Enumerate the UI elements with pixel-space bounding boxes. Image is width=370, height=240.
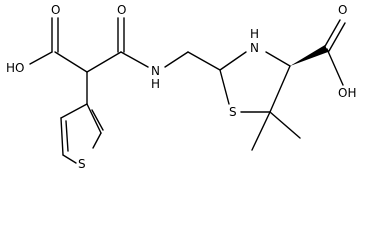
atom-label-n-ring: N — [250, 41, 259, 55]
atom-label-s-thiophene: S — [78, 157, 86, 171]
bond-lines — [29, 17, 346, 164]
bond-cooh-right-oh — [326, 48, 344, 86]
atom-label-oh-left: HO — [6, 61, 24, 75]
bond-th-c2-s — [92, 132, 102, 149]
bond-c5-me1 — [251, 111, 271, 151]
molecule-diagram: HO O O N H H N O OH S S — [6, 3, 356, 171]
bond-n-ch2 — [164, 51, 189, 68]
bond-cooh-right-co1 — [323, 19, 341, 49]
bond-cooh-right-co2 — [328, 22, 346, 52]
atom-labels: HO O O N H H N O OH S S — [6, 3, 356, 171]
bond-th-c3-c2-double — [91, 109, 104, 131]
atom-label-oh-right: OH — [338, 86, 356, 100]
bond-ch2-c2 — [187, 51, 221, 71]
bond-cooh-left-ca — [54, 51, 88, 73]
bond-th-s-c5 — [62, 154, 77, 164]
atom-label-h-ring: H — [250, 27, 259, 41]
bond-amide-cn — [120, 51, 149, 68]
atom-label-o-top-right: O — [338, 3, 347, 17]
atom-label-s-thiazolidine: S — [229, 105, 237, 119]
bond-th-c4-c3 — [60, 103, 88, 119]
atom-label-o-top-left: O — [51, 3, 60, 17]
bond-c5-me2 — [269, 111, 301, 139]
atom-label-n-amide: N — [151, 64, 160, 78]
bond-th-c5-c4 — [60, 117, 64, 156]
atom-label-o-top-mid: O — [117, 3, 126, 17]
bond-cooh-left-oh — [29, 51, 53, 65]
bond-ca-amide-c — [86, 51, 122, 73]
bond-c4-c5 — [269, 65, 291, 113]
wedge-bond-c4-cooh — [290, 45, 328, 66]
bond-th-c5-c4-double — [65, 120, 69, 152]
bond-n-c4 — [265, 51, 291, 67]
bond-s-c2 — [219, 69, 230, 105]
bond-c2-n — [219, 51, 247, 71]
bond-th-c3-c2 — [86, 103, 102, 134]
atom-label-h-amide: H — [151, 77, 160, 91]
